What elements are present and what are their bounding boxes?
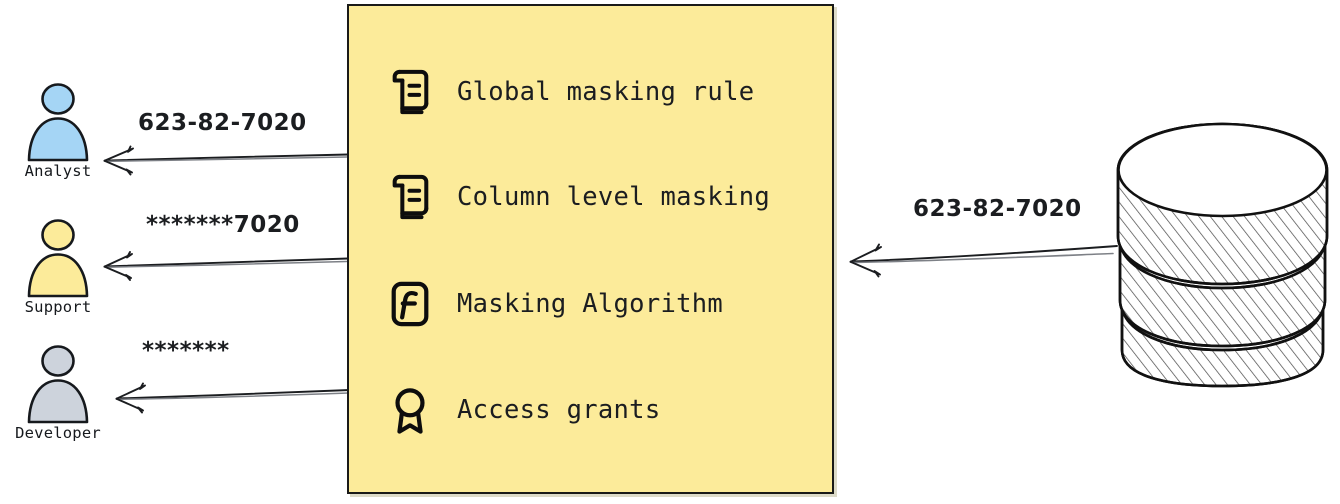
award-icon (395, 388, 425, 434)
masking-item-label: Access grants (457, 395, 661, 425)
persona-support: Support (0, 218, 118, 316)
arrow-line (103, 145, 349, 176)
arrow-line (115, 382, 351, 414)
arrow-label: *******7020 (146, 212, 300, 238)
masking-item-label: Column level masking (457, 182, 771, 212)
arrow-label: 623-82-7020 (913, 196, 1082, 222)
persona-label: Analyst (24, 162, 92, 180)
arrow-line (103, 251, 349, 281)
arrow-label: 623-82-7020 (138, 110, 307, 136)
database-icon (1110, 118, 1335, 390)
masking-item-column-level-masking[interactable]: Column level masking (387, 171, 770, 223)
persona-label: Support (24, 298, 92, 316)
arrow-line (849, 243, 1118, 278)
masking-item-masking-algorithm[interactable]: Masking Algorithm (387, 278, 723, 330)
arrow-label: ******* (142, 338, 230, 364)
persona-analyst: Analyst (0, 82, 118, 180)
person-icon (27, 219, 89, 298)
scroll-icon (392, 69, 429, 115)
masking-rule-list: Global masking rule Column level masking (349, 6, 832, 492)
database-disc-top (1116, 122, 1329, 286)
masking-item-access-grants[interactable]: Access grants (387, 384, 660, 436)
person-icon (27, 345, 89, 424)
person-icon (27, 83, 89, 162)
persona-developer: Developer (0, 344, 118, 442)
function-icon (391, 281, 429, 327)
masking-item-global-masking-rule[interactable]: Global masking rule (387, 66, 754, 118)
masking-item-label: Masking Algorithm (457, 289, 724, 319)
scroll-icon (392, 174, 429, 220)
masking-panel: Global masking rule Column level masking (347, 4, 834, 494)
persona-label: Developer (15, 424, 101, 442)
masking-item-label: Global masking rule (457, 77, 755, 107)
